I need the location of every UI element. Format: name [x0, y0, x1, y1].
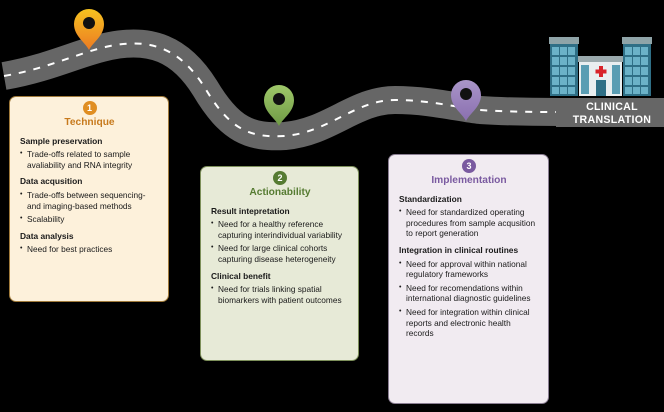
hospital-icon [549, 37, 652, 96]
bullet-item: Need for best practices [20, 244, 159, 255]
red-cross-icon [595, 66, 607, 77]
section-heading: Result intepretation [211, 205, 290, 216]
destination-label: CLINICAL TRANSLATION [560, 101, 664, 127]
destination-label-line1: CLINICAL [586, 101, 638, 113]
step-number-badge: 3 [462, 159, 476, 173]
bullet-item: Need for approval within national regula… [399, 259, 539, 280]
map-pin-icon [74, 9, 104, 50]
section-heading: Sample preservation [20, 135, 103, 146]
card-title: Implementation [431, 175, 507, 186]
bullet-item: Need for a healthy reference capturing i… [211, 219, 349, 240]
section-heading: Standardization [399, 193, 462, 204]
milestone-card-actionability: 2 Actionability Result intepretation Nee… [200, 166, 359, 361]
bullet-list: Need for best practices [20, 244, 159, 255]
road-end [556, 98, 664, 127]
destination-label-line2: TRANSLATION [572, 114, 652, 126]
bullet-list: Need for standardized operating procedur… [399, 207, 539, 239]
bullet-item: Need for integration within clinical rep… [399, 307, 539, 339]
bullet-item: Scalability [20, 214, 159, 225]
milestone-card-technique: 1 Technique Sample preservation Trade-of… [9, 96, 169, 302]
section-heading: Clinical benefit [211, 270, 271, 281]
section-heading: Integration in clinical routines [399, 244, 519, 255]
bullet-list: Need for approval within national regula… [399, 259, 539, 339]
bullet-list: Need for trials linking spatial biomarke… [211, 284, 349, 305]
road [1, 29, 664, 151]
bullet-item: Trade-offs related to sample avaliabilit… [20, 149, 159, 170]
card-title: Actionability [249, 187, 311, 198]
bullet-item: Trade-offs between sequencing- and imagi… [20, 190, 159, 211]
milestone-card-implementation: 3 Implementation Standardization Need fo… [388, 154, 549, 404]
bullet-item: Need for standardized operating procedur… [399, 207, 539, 239]
step-number-badge: 1 [82, 101, 97, 115]
step-number-badge: 2 [273, 171, 287, 185]
bullet-list: Trade-offs between sequencing- and imagi… [20, 190, 159, 225]
section-heading: Data acqusition [20, 176, 83, 187]
bullet-list: Need for a healthy reference capturing i… [211, 219, 349, 264]
bullet-item: Need for large clinical cohorts capturin… [211, 243, 349, 264]
bullet-item: Need for trials linking spatial biomarke… [211, 284, 349, 305]
map-pin-icon [264, 85, 294, 126]
road-center-dashes [3, 42, 561, 138]
section-heading: Data analysis [20, 230, 74, 241]
card-title: Technique [64, 117, 115, 128]
bullet-item: Need for recomendations within internati… [399, 283, 539, 304]
map-pin-icon [451, 80, 481, 121]
bullet-list: Trade-offs related to sample avaliabilit… [20, 149, 159, 170]
